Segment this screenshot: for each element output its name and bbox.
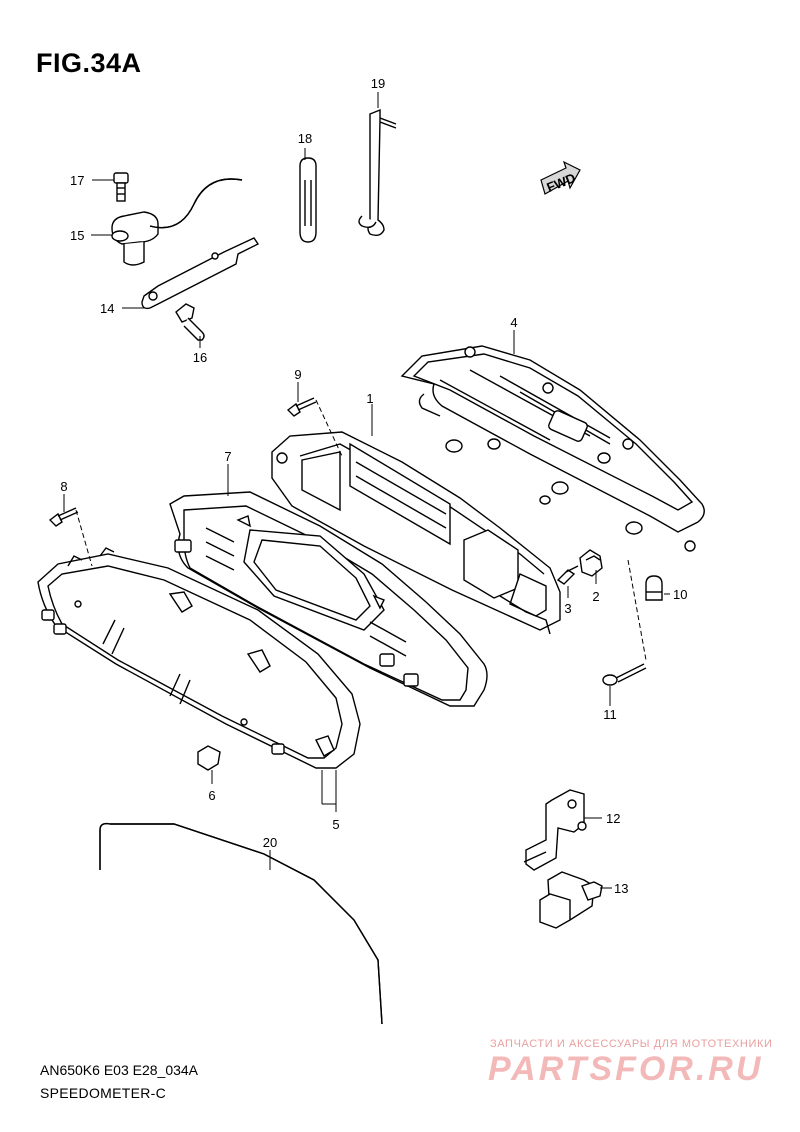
callout-4: 4 <box>510 315 517 330</box>
callout-15: 15 <box>70 228 84 243</box>
wire-rod-20 <box>99 822 383 1025</box>
callout-6: 6 <box>208 788 215 803</box>
watermark-brand: PARTSFOR.RU <box>488 1050 764 1088</box>
callout-12: 12 <box>606 811 620 826</box>
small-fasteners <box>48 397 663 771</box>
callout-16: 16 <box>193 350 207 365</box>
clamp-18 <box>299 157 317 243</box>
callout-9: 9 <box>294 367 301 382</box>
leader-lines <box>63 92 670 889</box>
clamp-rod-19 <box>358 108 397 237</box>
callout-14: 14 <box>100 301 114 316</box>
forward-arrow-icon: FWD <box>540 160 581 195</box>
callout-2: 2 <box>592 589 599 604</box>
rear-case-4 <box>400 345 705 552</box>
callout-19: 19 <box>371 76 385 91</box>
callout-5: 5 <box>332 817 339 832</box>
speed-sensor-group <box>111 172 260 341</box>
callout-13: 13 <box>614 881 628 896</box>
speedometer-body-1 <box>271 431 561 635</box>
callout-17: 17 <box>70 173 84 188</box>
callout-11: 11 <box>603 707 617 722</box>
callout-8: 8 <box>60 479 67 494</box>
callout-3: 3 <box>564 601 571 616</box>
panel-frame-7 <box>169 491 488 707</box>
fwd-label: FWD <box>544 170 577 195</box>
callout-1: 1 <box>366 391 373 406</box>
callout-7: 7 <box>224 449 231 464</box>
section-name: SPEEDOMETER-C <box>40 1085 167 1101</box>
bracket-connector-group <box>523 789 603 929</box>
callout-labels: 1 2 3 4 5 6 7 8 9 10 11 12 13 14 15 16 1… <box>60 76 687 896</box>
callout-20: 20 <box>263 835 277 850</box>
diagram-code: AN650K6 E03 E28_034A <box>40 1062 199 1078</box>
callout-10: 10 <box>673 587 687 602</box>
watermark-tagline: ЗАПЧАСТИ И АКСЕССУАРЫ ДЛЯ МОТОТЕХНИКИ <box>490 1038 773 1050</box>
figure-title: FIG.34A <box>36 48 142 78</box>
front-lens-cover-5 <box>37 547 361 769</box>
callout-18: 18 <box>298 131 312 146</box>
